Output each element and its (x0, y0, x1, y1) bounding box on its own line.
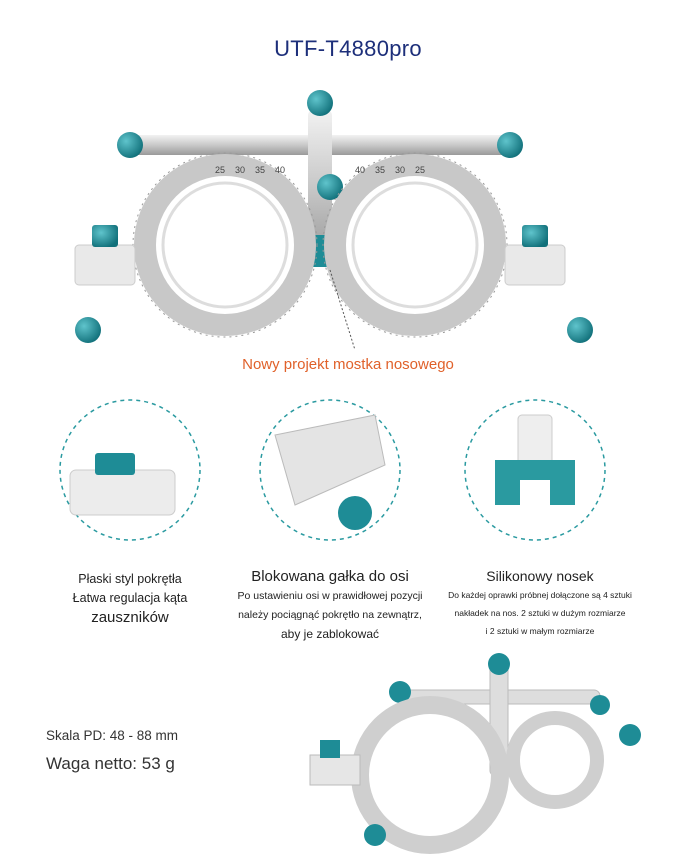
knob-icon (117, 132, 143, 158)
pd-scale-spec: Skala PD: 48 - 88 mm (46, 728, 179, 743)
axis-knob-icon (567, 317, 593, 343)
feature-text: należy pociągnąć pokrętło na zewnątrz, (238, 609, 422, 621)
weight-spec: Waga netto: 53 g (46, 754, 175, 773)
feature-text: aby je zablokować (280, 627, 380, 641)
trial-frame-angled-image (309, 653, 641, 854)
feature-heading: Blokowana gałka do osi (251, 568, 409, 585)
knob-icon (497, 132, 523, 158)
nose-bridge-caption: Nowy projekt mostka nosowego (242, 356, 454, 373)
feature-circle-axis-knob (259, 399, 401, 541)
feature-text: zauszników (91, 609, 169, 626)
svg-text:40: 40 (355, 165, 365, 175)
temple-knob-icon (95, 453, 135, 475)
feature-circle-nose-pad (464, 399, 606, 541)
product-title: UTF-T4880pro (274, 36, 422, 61)
feature-text: Łatwa regulacja kąta (72, 591, 188, 605)
axis-knob-icon (338, 496, 372, 530)
feature-text: Płaski styl pokrętła (78, 572, 182, 586)
nose-pad-icon (495, 460, 575, 505)
knob-icon (364, 824, 386, 846)
feature-axis-knob: Blokowana gałka do osi Po ustawieniu osi… (220, 568, 440, 644)
knob-icon (488, 653, 510, 675)
svg-text:25: 25 (415, 165, 425, 175)
temple-knob-icon (522, 225, 548, 247)
svg-text:35: 35 (255, 165, 265, 175)
feature-temple-knob: Płaski styl pokrętła Łatwa regulacja kąt… (40, 570, 220, 627)
svg-text:30: 30 (395, 165, 405, 175)
temple-knob-icon (92, 225, 118, 247)
svg-text:25: 25 (215, 165, 225, 175)
feature-text: i 2 sztuki w małym rozmiarze (485, 626, 595, 636)
feature-nose-pad: Silikonowy nosek Do każdej oprawki próbn… (440, 568, 640, 640)
knob-icon (317, 174, 343, 200)
trial-frame-image: 25 30 35 40 40 35 30 25 (74, 90, 593, 351)
feature-heading: Silikonowy nosek (486, 568, 594, 584)
feature-text: nakładek na nos. 2 sztuki w dużym rozmia… (454, 608, 626, 618)
knob-icon (590, 695, 610, 715)
svg-text:40: 40 (275, 165, 285, 175)
knob-icon (619, 724, 641, 746)
svg-text:30: 30 (235, 165, 245, 175)
knob-icon (389, 681, 411, 703)
feature-text: Po ustawieniu osi w prawidłowej pozycji (237, 590, 423, 602)
left-lens-ring (132, 152, 318, 338)
knob-icon (307, 90, 333, 116)
svg-text:35: 35 (375, 165, 385, 175)
right-lens-ring (322, 152, 508, 338)
feature-circle-temple-knob (59, 399, 201, 541)
feature-text: Do każdej oprawki próbnej dołączone są 4… (448, 590, 632, 600)
axis-knob-icon (75, 317, 101, 343)
